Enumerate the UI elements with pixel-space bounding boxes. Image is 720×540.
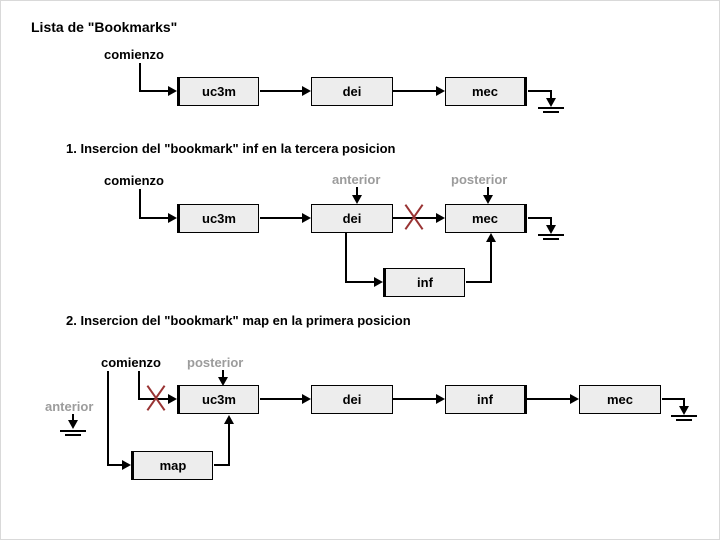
arrowhead-down-icon — [218, 377, 228, 386]
ground-line — [671, 415, 697, 417]
node-box-inf: inf — [383, 268, 465, 297]
null-ground-icon — [60, 430, 86, 438]
arrowhead-right-icon — [436, 86, 445, 96]
node-box-inf: inf — [445, 385, 527, 414]
connector-line — [139, 189, 141, 219]
connector-line — [108, 464, 122, 466]
arrowhead-down-icon — [352, 195, 362, 204]
cross-out-icon — [143, 384, 169, 412]
node-box-dei: dei — [311, 385, 393, 414]
connector-line — [260, 398, 302, 400]
arrowhead-down-icon — [546, 98, 556, 107]
connector-line — [356, 187, 358, 196]
step1-title: 1. Insercion del "bookmark" inf en la te… — [66, 141, 396, 156]
pointer-label-comienzo: comienzo — [104, 173, 164, 188]
node-box-mec: mec — [445, 204, 527, 233]
arrowhead-right-icon — [122, 460, 131, 470]
connector-line — [528, 217, 552, 219]
connector-line — [528, 90, 552, 92]
arrowhead-right-icon — [374, 277, 383, 287]
node-box-mec: mec — [445, 77, 527, 106]
connector-line — [260, 90, 302, 92]
node-box-uc3m: uc3m — [177, 77, 259, 106]
step2-title: 2. Insercion del "bookmark" map en la pr… — [66, 313, 411, 328]
arrowhead-down-icon — [679, 406, 689, 415]
connector-line — [139, 63, 141, 92]
connector-line — [662, 398, 685, 400]
connector-line — [527, 398, 570, 400]
connector-line — [260, 217, 302, 219]
node-box-map: map — [131, 451, 213, 480]
ground-line — [543, 111, 559, 113]
arrowhead-right-icon — [570, 394, 579, 404]
cross-out-icon — [401, 203, 427, 231]
arrowhead-up-icon — [486, 233, 496, 242]
connector-line — [393, 398, 436, 400]
connector-line — [107, 371, 109, 466]
connector-line — [550, 90, 552, 99]
connector-line — [393, 90, 436, 92]
arrowhead-right-icon — [436, 394, 445, 404]
node-box-dei: dei — [311, 77, 393, 106]
null-ground-icon — [538, 107, 564, 115]
ground-line — [538, 107, 564, 109]
connector-line — [345, 233, 347, 283]
node-box-uc3m: uc3m — [177, 204, 259, 233]
arrowhead-right-icon — [168, 394, 177, 404]
anterior-label: anterior — [45, 399, 94, 414]
posterior-label: posterior — [451, 172, 508, 187]
arrowhead-down-icon — [68, 420, 78, 429]
connector-line — [683, 398, 685, 407]
arrowhead-right-icon — [168, 86, 177, 96]
arrowhead-right-icon — [302, 213, 311, 223]
connector-line — [228, 424, 230, 464]
connector-line — [550, 217, 552, 226]
arrowhead-right-icon — [302, 86, 311, 96]
arrowhead-right-icon — [436, 213, 445, 223]
connector-line — [487, 187, 489, 196]
connector-line — [214, 464, 230, 466]
node-box-mec: mec — [579, 385, 661, 414]
null-ground-icon — [671, 415, 697, 423]
anterior-label: anterior — [332, 172, 381, 187]
ground-line — [538, 234, 564, 236]
ground-line — [676, 419, 692, 421]
page-title: Lista de "Bookmarks" — [31, 19, 178, 35]
pointer-label-comienzo: comienzo — [104, 47, 164, 62]
arrowhead-right-icon — [168, 213, 177, 223]
connector-line — [490, 242, 492, 283]
ground-line — [60, 430, 86, 432]
connector-line — [466, 281, 492, 283]
connector-line — [222, 370, 224, 378]
connector-line — [72, 414, 74, 421]
node-box-dei: dei — [311, 204, 393, 233]
pointer-label-comienzo: comienzo — [101, 355, 161, 370]
arrowhead-right-icon — [302, 394, 311, 404]
connector-line — [345, 281, 374, 283]
null-ground-icon — [538, 234, 564, 242]
arrowhead-down-icon — [546, 225, 556, 234]
connector-line — [140, 217, 168, 219]
ground-line — [65, 434, 81, 436]
arrowhead-up-icon — [224, 415, 234, 424]
node-box-uc3m: uc3m — [177, 385, 259, 414]
connector-line — [140, 90, 168, 92]
posterior-label: posterior — [187, 355, 244, 370]
arrowhead-down-icon — [483, 195, 493, 204]
ground-line — [543, 238, 559, 240]
connector-line — [138, 371, 140, 400]
